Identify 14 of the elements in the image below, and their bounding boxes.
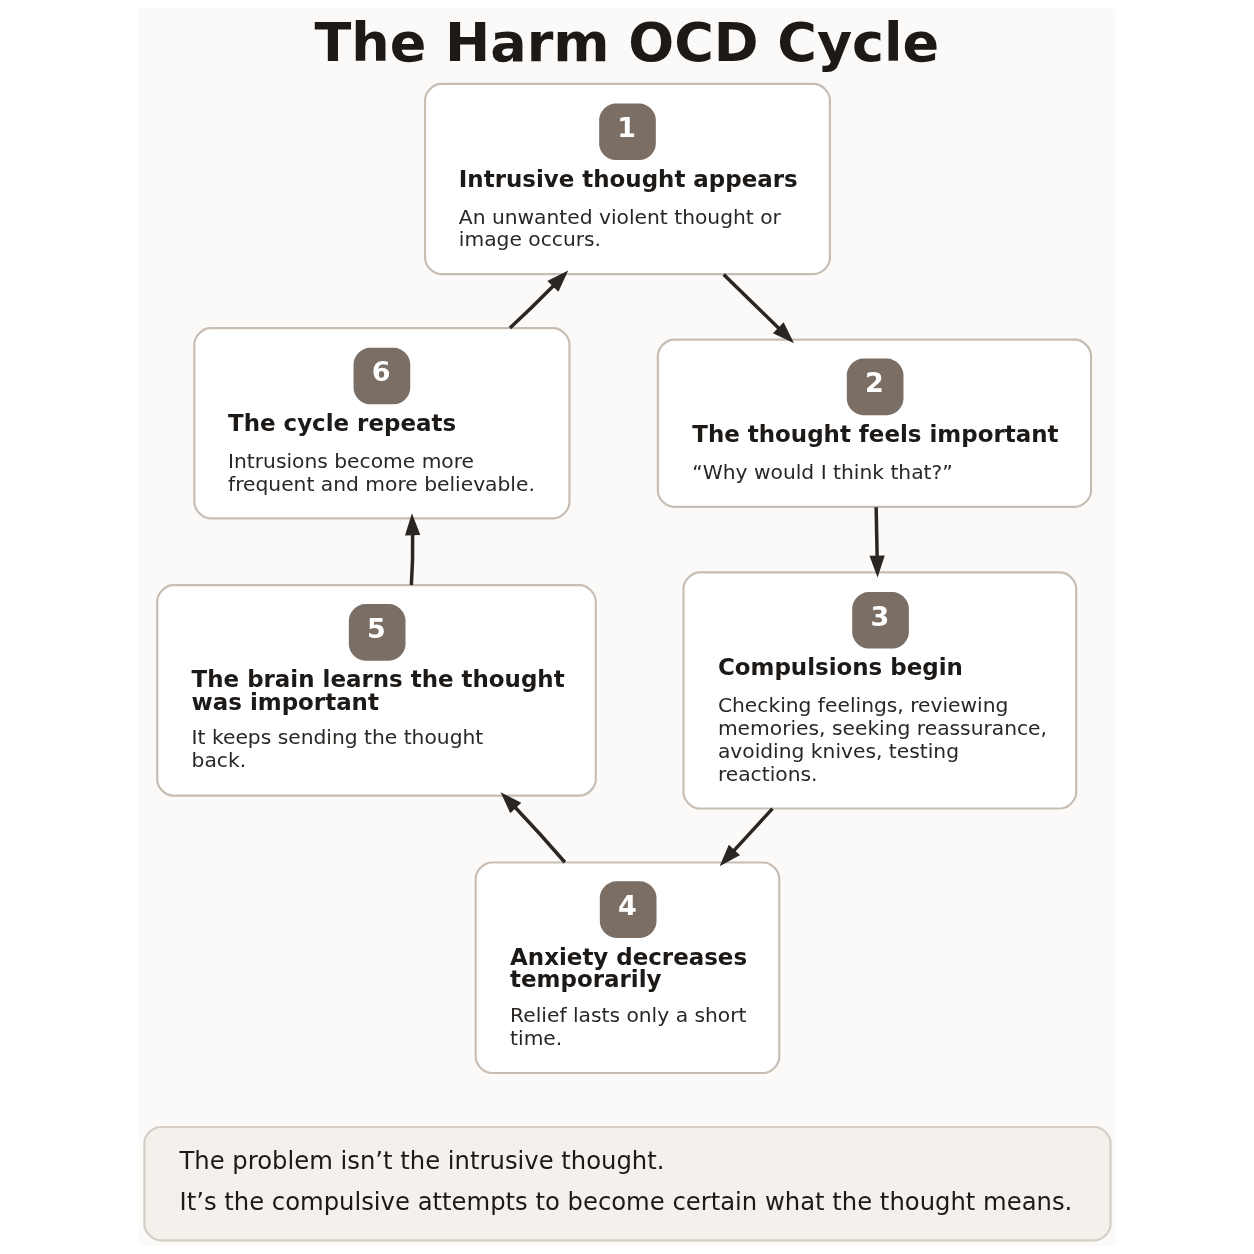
node-box: 1 Intrusive thought appears An unwanted violent thought or image occurs. xyxy=(423,82,831,276)
diagram-title: The Harm OCD Cycle xyxy=(313,10,939,74)
arrow xyxy=(404,513,420,586)
node-box: 4 Anxiety decreases temporarily Relief lasts only a short time. xyxy=(474,861,780,1075)
node-box: 5 The brain learns the thought was important It keeps sending the thought back. xyxy=(155,584,597,797)
arrow xyxy=(508,270,568,330)
arrow xyxy=(868,507,885,578)
node-box: 2 The thought feels important “Why would I think that?” xyxy=(656,338,1092,508)
arrow xyxy=(719,807,774,867)
arrow xyxy=(721,273,794,344)
node-box: 6 The cycle repeats Intrusions become more frequent and more believable. xyxy=(192,327,571,520)
node-box: The problem isn’t the intrusive thought. It’s the compulsive attempts to become certain what the thought means. xyxy=(142,1125,1112,1242)
node-box: 3 Compulsions begin Checking feelings, reviewing memories, seeking reassurance, avoiding knives, testing reactions. xyxy=(681,571,1077,810)
arrow xyxy=(500,792,566,864)
